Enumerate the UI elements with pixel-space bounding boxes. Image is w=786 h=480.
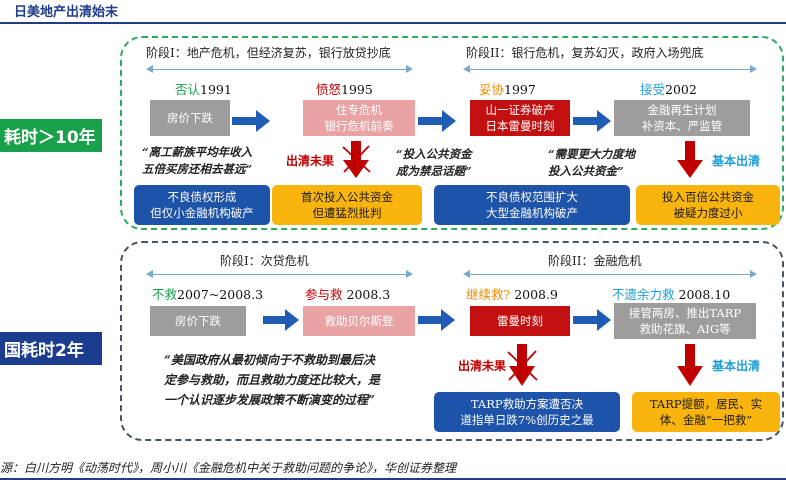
us-down-arrow-cleared	[677, 344, 703, 386]
japan-duration-label: 耗时＞10年	[0, 119, 102, 152]
japan-down-arrow-cleared	[677, 141, 703, 178]
us-stage-2-left-arrowhead	[463, 270, 470, 278]
japan-stage-2: 阶段II：银行危机，复苏幻灭，政府入场兜底	[466, 46, 704, 60]
us-stage-1-right-arrowhead	[406, 270, 413, 278]
japan-stage-2-left-arrowhead	[463, 65, 470, 73]
japan-box-price-drop: 房价下跌	[150, 100, 230, 136]
japan-flow-arrow-1	[232, 110, 270, 132]
us-year-2008-10: 不遗余力救 2008.10	[612, 287, 731, 302]
us-box-bear-stearns: 救助贝尔斯登	[303, 306, 415, 336]
us-stage-2-right-arrowhead	[750, 270, 757, 278]
title-divider	[0, 22, 786, 24]
japan-stage-2-right-arrowhead	[750, 65, 757, 73]
japan-stage-1-right-arrowhead	[406, 65, 413, 73]
japan-not-cleared-label: 出清未果	[286, 154, 335, 168]
footer-divider	[0, 478, 786, 480]
us-stage-1: 阶段I：次贷危机	[220, 254, 309, 268]
us-year-2007: 不救2007~2008.3	[152, 287, 264, 302]
japan-section	[120, 36, 784, 230]
us-stage-2: 阶段II：金融危机	[548, 254, 642, 268]
japan-box-revitalization-plan: 金融再生计划补资本、严监管	[614, 100, 750, 136]
japan-year-1997: 妥协1997	[479, 82, 536, 97]
us-flow-arrow-1	[263, 309, 299, 331]
us-cross-icon	[507, 350, 538, 381]
source-note: 源：白川方明《动荡时代》，周小川《金融危机中关于救助问题的争论》，华创证券整理	[0, 461, 457, 475]
us-section	[120, 241, 784, 441]
us-box-lehman-moment: 雷曼时刻	[470, 306, 570, 336]
japan-cross-icon	[342, 145, 371, 173]
japan-stage-2-range-line	[469, 69, 752, 70]
japan-box-jusen-crisis: 住专危机银行危机前奏	[303, 100, 415, 136]
us-result-tarp-rejected: TARP救助方案遭否决道指单日跌7%创历史之最	[434, 392, 620, 432]
japan-result-4: 投入百倍公共资金被疑力度过小	[636, 185, 780, 225]
us-flow-arrow-2	[418, 309, 455, 331]
japan-year-2002: 接受2002	[640, 82, 697, 97]
japan-stage-1-left-arrowhead	[146, 65, 153, 73]
japan-stage-1: 阶段I：地产危机，但经济复苏，银行放贷抄底	[146, 46, 391, 60]
us-stage-2-range-line	[469, 274, 752, 275]
japan-quote-3: “需要更大力度地投入公共资金”	[548, 147, 636, 178]
us-stage-1-left-arrowhead	[146, 270, 153, 278]
us-quote: “美国政府从最初倾向于不救助到最后决定参与救助，而且救助力度还比较大，是一个认识…	[164, 353, 381, 407]
japan-year-1991: 否认1991	[175, 82, 232, 97]
us-box-price-drop: 房价下跌	[150, 306, 246, 336]
japan-result-2: 首次投入公共资金但遭猛烈批判	[272, 185, 422, 225]
us-duration-label: 国耗时2年	[0, 332, 102, 365]
japan-result-3: 不良债权范围扩大大型金融机构破产	[434, 185, 630, 225]
us-result-tarp-expanded: TARP提额，居民、实体、金融“一把救”	[632, 392, 780, 432]
us-not-cleared-label: 出清未果	[458, 359, 507, 373]
japan-year-1995: 愤怒1995	[316, 82, 373, 97]
japan-box-yamaichi: 山一证券破产日本雷曼时刻	[470, 100, 570, 136]
japan-flow-arrow-3	[573, 110, 611, 132]
us-cleared-label: 基本出清	[712, 359, 761, 373]
us-stage-1-range-line	[152, 274, 408, 275]
us-year-2008-3: 参与救 2008.3	[305, 287, 391, 302]
japan-flow-arrow-2	[418, 110, 456, 132]
japan-stage-1-range-line	[152, 69, 408, 70]
japan-quote-2: “投入公共资金成为禁忌话题”	[396, 147, 472, 178]
page-title: 日美地产出清始末	[14, 5, 119, 20]
us-flow-arrow-3	[573, 309, 611, 331]
us-year-2008-9: 继续救? 2008.9	[466, 287, 558, 302]
japan-quote-1: “离工薪族平均年收入五倍买房还相去甚远”	[142, 145, 253, 176]
japan-cleared-label: 基本出清	[712, 154, 761, 168]
japan-result-1: 不良债权形成但仅小金融机构破产	[134, 185, 270, 225]
